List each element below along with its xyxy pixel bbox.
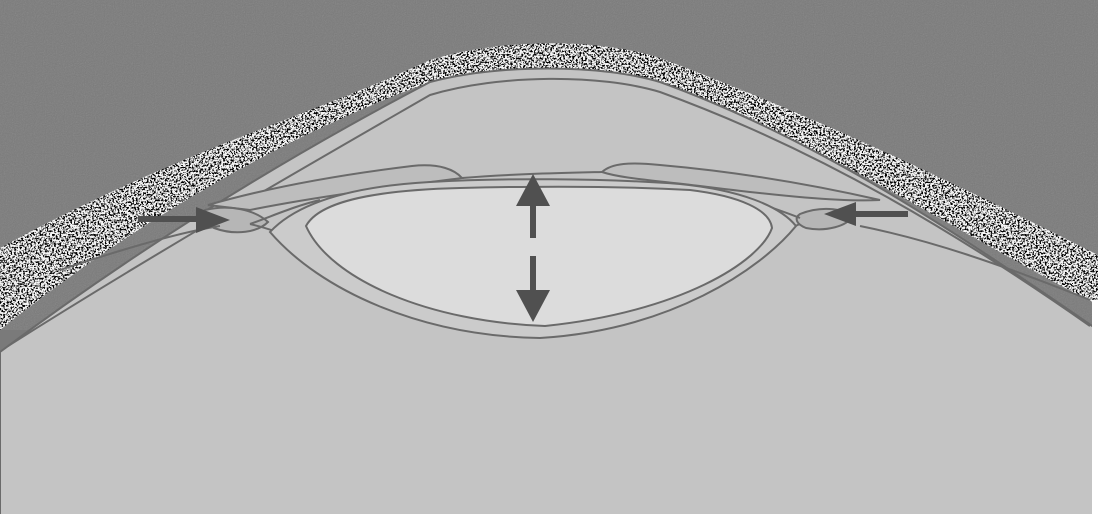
frame-right: [1092, 300, 1098, 519]
frame-bottom: [0, 514, 1098, 519]
